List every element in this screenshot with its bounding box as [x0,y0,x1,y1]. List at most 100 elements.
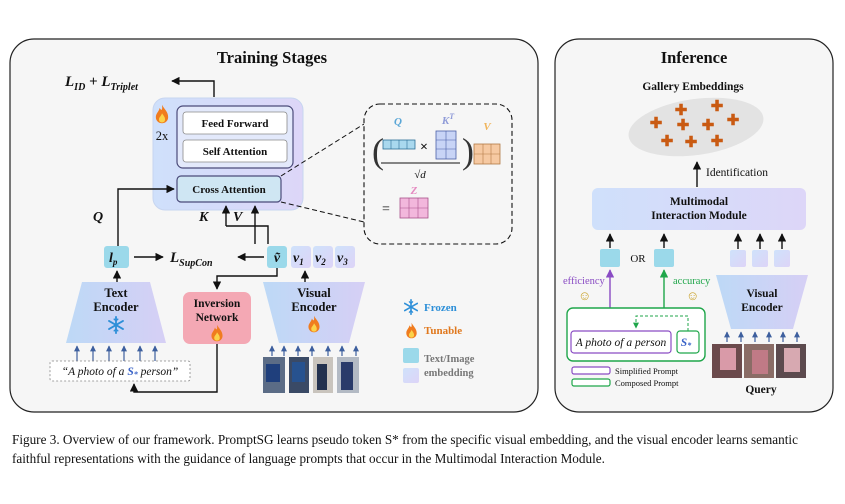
v-tilde-embedding [267,246,287,268]
s-token-insert-arrow [633,315,689,331]
v-tilde-label: ṽ [274,251,281,266]
legend-text-embedding-swatch [403,348,419,363]
legend-image-embedding-swatch [403,368,419,383]
cross-attention-label: Cross Attention [192,184,265,196]
vtilde-to-inversion [212,268,278,290]
text-encoder-title-2: Encoder [93,300,139,314]
s-token-label: S* [681,337,692,350]
loss-arrow [171,76,215,97]
simplified-legend-swatch [571,366,611,375]
self-attention-label: Self Attention [203,146,267,158]
callout-line-bottom [280,201,365,223]
cross-attention-box [176,175,282,203]
self-attention-box [182,139,288,163]
svg-text:✚: ✚ [675,103,688,119]
attn-z-label: Z [410,185,418,197]
training-person-images [263,357,359,393]
svg-text:✚: ✚ [727,113,740,129]
v2-embedding [313,246,333,268]
q-label: Q [93,210,103,225]
q-arrow [117,184,175,246]
inference-visual-title: Visual [747,288,778,300]
feed-forward-box [182,111,288,135]
paren-close: ) [462,131,474,171]
v3-label: v3 [337,251,348,267]
identification-label: Identification [706,167,768,179]
visual-encoder-title: Visual [297,286,331,300]
inference-title: Inference [661,48,728,67]
svg-text:✚: ✚ [677,118,690,134]
visual-encoder-title-2: Encoder [291,300,337,314]
q-matrix [382,139,416,150]
v-label: V [233,210,244,225]
multimodal-interaction-module [592,188,806,230]
callout-line-top [280,123,365,177]
kv-line [226,225,269,244]
simplified-prompt-text: A photo of a person [575,337,667,349]
inversion-title: Inversion [194,298,241,310]
svg-text:✚: ✚ [711,99,724,115]
or-label: OR [630,253,646,265]
paren-open: ( [372,131,384,171]
composed-legend-swatch [571,378,611,387]
k-label: K [198,210,210,225]
efficiency-label: efficiency [563,276,606,287]
composed-legend: Composed Prompt [615,378,679,388]
svg-text:✚: ✚ [711,134,724,150]
prompt-text: “A photo of a S* person” [62,366,179,379]
legend-embedding-line2: embedding [424,368,474,379]
legend-frozen: Frozen [424,302,457,314]
inference-encoder-input-arrows [724,331,800,342]
feed-forward-label: Feed Forward [202,118,269,130]
inversion-to-prompt [129,344,218,393]
attn-q-label: Q [394,116,402,128]
layer-count: 2x [156,129,169,143]
lp-label: lp [109,251,118,267]
mim-title-2: Interaction Module [651,210,747,222]
loss-id-triplet: LID + LTriplet [64,74,139,93]
query-label: Query [745,384,777,396]
attn-v-label: V [483,121,492,133]
caption-label: Figure 3. [12,432,60,447]
text-encoder [66,282,166,343]
legend-embedding-line1: Text/Image [424,354,475,365]
inference-visual-encoder [716,275,808,329]
text-encoder-input-arrows [74,345,158,361]
mim-title: Multimodal [670,196,728,208]
inversion-network [183,292,251,344]
svg-text:✚: ✚ [685,135,698,151]
visual-encoder-input-arrows [269,345,359,356]
query-visual-embeddings [730,233,790,267]
svg-text:✚: ✚ [702,118,715,134]
inversion-title-2: Network [196,312,239,324]
composed-embedding [654,249,674,267]
simplified-prompt-box [570,330,672,354]
accuracy-label: accuracy [673,276,711,287]
simplified-legend: Simplified Prompt [615,366,679,376]
v1-embedding [291,246,311,268]
v3-embedding [335,246,355,268]
accuracy-smiley: ☺ [686,288,699,303]
v1-label: v1 [293,251,304,267]
text-encoder-title: Text [104,286,128,300]
attn-equals: = [382,202,390,217]
lp-embedding [104,246,129,268]
gallery-embeddings [628,97,764,157]
svg-text:✚: ✚ [661,134,674,150]
inference-visual-title-2: Encoder [741,302,783,314]
k-matrix [435,130,457,160]
simplified-embedding [600,249,620,267]
multiply-sign: × [420,140,428,155]
figure-caption: Figure 3. Overview of our framework. Pro… [12,430,834,468]
v-matrix [473,143,501,165]
v2-label: v2 [315,251,326,267]
query-person-images [712,344,806,378]
sqrt-d: √d [414,169,426,181]
legend-tunable: Tunable [424,325,462,337]
training-title: Training Stages [217,48,328,67]
prompt-box [49,360,191,382]
svg-text:✚: ✚ [650,116,663,132]
z-matrix [399,197,429,219]
efficiency-smiley: ☺ [578,288,591,303]
